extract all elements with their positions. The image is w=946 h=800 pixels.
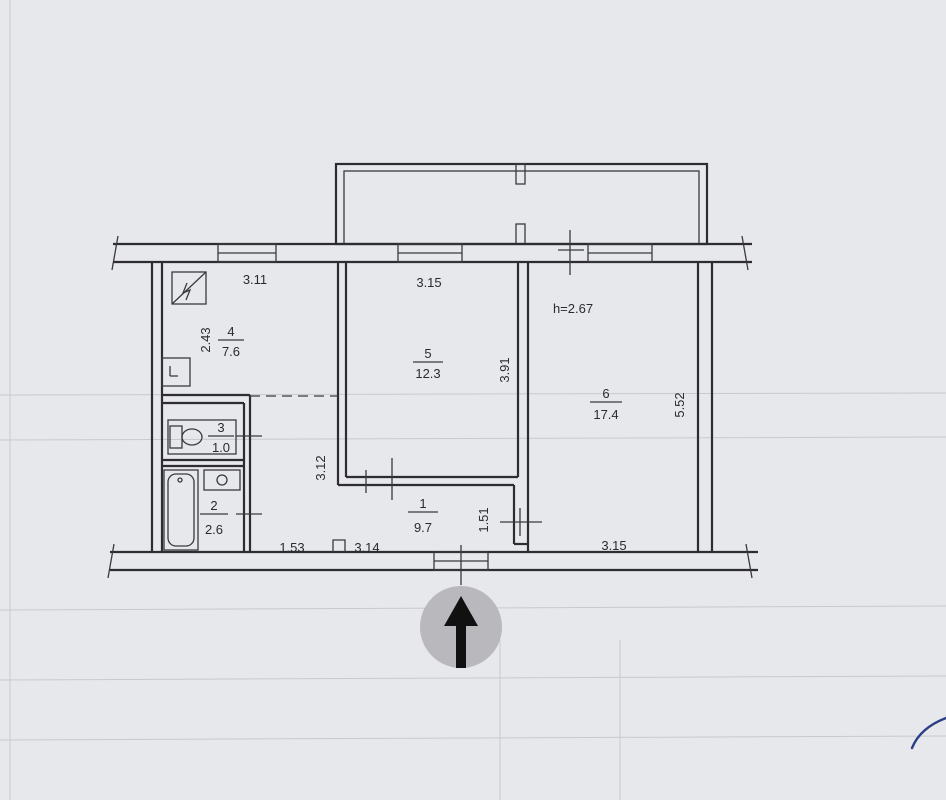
arrow-up-icon	[444, 596, 478, 668]
room-labels: 4 7.6 5 12.3 6 17.4 3 1.0 2 2.6 1 9.7	[200, 324, 622, 537]
electrical-panel-icon	[171, 271, 207, 305]
entrance-marker	[420, 586, 502, 668]
room-3-number: 3	[217, 420, 224, 435]
balcony	[334, 162, 709, 246]
room-5-number: 5	[424, 346, 431, 361]
dim-room4-depth: 2.43	[198, 327, 213, 352]
room-3-area: 1.0	[212, 440, 230, 455]
room-5-area: 12.3	[415, 366, 440, 381]
room-1-number: 1	[419, 496, 426, 511]
room-1-area: 9.7	[414, 520, 432, 535]
dim-hall-bottom-right: 3.14	[354, 540, 379, 555]
toilet-icon	[167, 419, 237, 455]
pen-mark	[910, 716, 946, 750]
sink-icon	[203, 469, 241, 491]
ceiling-height: h=2.67	[553, 301, 593, 316]
interior-walls	[162, 262, 530, 552]
dim-room5-depth: 3.91	[497, 357, 512, 382]
dim-room6-width: 3.15	[601, 538, 626, 553]
room-6-number: 6	[602, 386, 609, 401]
room-4-area: 7.6	[222, 344, 240, 359]
room-6-area: 17.4	[593, 407, 618, 422]
dim-hall-depth: 3.12	[313, 455, 328, 480]
dim-room4-width: 3.11	[243, 272, 267, 287]
room-2-number: 2	[210, 498, 217, 513]
windows	[217, 243, 653, 571]
bathtub-icon	[163, 469, 199, 551]
stove-icon	[161, 357, 191, 387]
room-4-number: 4	[227, 324, 234, 339]
fixtures	[161, 271, 241, 551]
dim-hall-bottom-left: 1.53	[279, 540, 304, 555]
room-2-area: 2.6	[205, 522, 223, 537]
dimension-labels: 3.11 2.43 3.15 3.91 h=2.67 5.52 3.15 3.1…	[198, 272, 687, 555]
dim-room6-depth: 5.52	[672, 392, 687, 417]
door-marks	[236, 230, 584, 585]
dim-room5-width: 3.15	[416, 275, 441, 290]
dim-corridor-depth: 1.51	[476, 507, 491, 532]
